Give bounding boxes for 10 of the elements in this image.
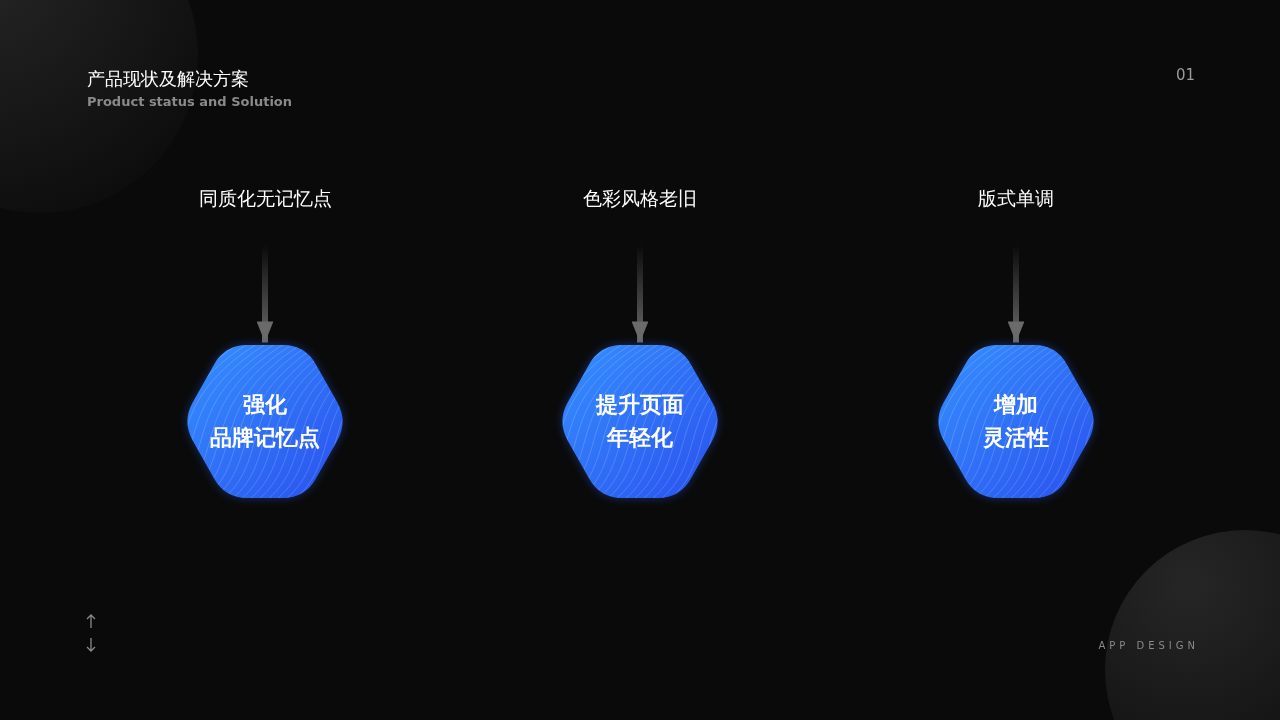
problem-label: 色彩风格老旧	[583, 186, 697, 211]
problem-label: 版式单调	[978, 186, 1054, 211]
footer-text: APP DESIGN	[1098, 640, 1199, 651]
hexagon-label: 提升页面年轻化	[596, 391, 684, 452]
hexagon-label: 强化品牌记忆点	[210, 391, 320, 452]
problem-label: 同质化无记忆点	[198, 186, 332, 211]
slide-subtitle: Product status and Solution	[87, 94, 293, 109]
slide-title: 产品现状及解决方案	[87, 67, 249, 91]
hexagon-label: 增加灵活性	[983, 391, 1049, 452]
page-number: 01	[1175, 66, 1195, 84]
